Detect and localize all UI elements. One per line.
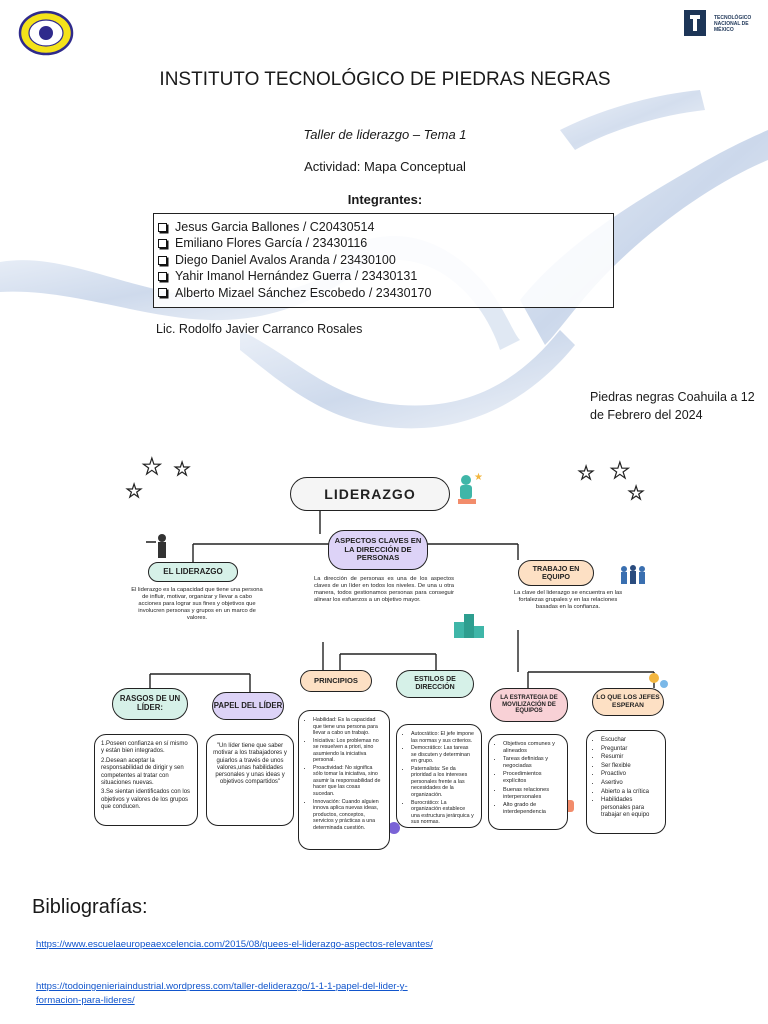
list-item: Objetivos comunes y alineados xyxy=(503,741,561,755)
concept-map: ★ ★ ★ ★ ★ ★ LIDERAZGO ★ ASPECTOS CLAVES … xyxy=(88,452,688,862)
trabajo-equipo-text: La clave del liderazgo se encuentra en l… xyxy=(513,590,623,610)
star-icon: ★ xyxy=(125,481,143,501)
star-icon: ★ xyxy=(609,458,630,483)
list-item: Buenas relaciones interpersonales xyxy=(503,787,561,801)
members-list: Jesus Garcia Ballones / C20430514 Emilia… xyxy=(153,213,614,308)
leader-trophy-icon: ★ xyxy=(454,470,482,506)
node-aspectos-claves: ASPECTOS CLAVES EN LA DIRECCIÓN DE PERSO… xyxy=(328,530,428,570)
list-item: 2.Desean aceptar la responsabilidad de d… xyxy=(101,757,184,787)
members-heading: Integrantes: xyxy=(347,192,423,207)
star-icon: ★ xyxy=(141,454,162,479)
list-item: 1.Poseen confianza en sí mismo y están b… xyxy=(101,741,188,755)
list-item: Tareas definidas y negociadas xyxy=(503,756,561,770)
node-lo-que-los-jefes-esperan: LO QUE LOS JEFES ESPERAN xyxy=(592,688,664,716)
aspectos-text: La dirección de personas es una de los a… xyxy=(314,576,454,603)
bibliography-heading: Bibliografías: xyxy=(32,896,148,918)
papel-text: "Un líder tiene que saber motivar a los … xyxy=(213,743,287,786)
list-item: Alberto Mizael Sánchez Escobedo / 234301… xyxy=(158,285,609,301)
node-estrategia-equipos: LA ESTRATEGIA DE MOVILIZACIÓN DE EQUIPOS xyxy=(490,688,568,722)
list-item: Democrático: Las tareas se discuten y de… xyxy=(411,745,475,765)
bibliography-link[interactable]: https://todoingenieriaindustrial.wordpre… xyxy=(36,981,408,1006)
institute-seal-logo xyxy=(18,10,74,56)
list-item: Escuchar xyxy=(601,737,659,744)
list-item: Burocrático: La organización establece u… xyxy=(411,800,475,826)
node-trabajo-equipo: TRABAJO EN EQUIPO xyxy=(518,560,594,586)
list-item: Asertivo xyxy=(601,780,659,787)
bibliography-link[interactable]: https://www.escuelaeuropeaexcelencia.com… xyxy=(36,939,433,950)
list-item: Habilidad: Es la capacidad que tiene una… xyxy=(313,717,383,737)
checkbox-icon xyxy=(158,239,167,249)
tecnm-logo xyxy=(684,10,706,36)
list-item: Paternalista: Se da prioridad a los inte… xyxy=(411,766,475,799)
list-item: Resumir xyxy=(601,754,659,761)
list-item: Procedimientos explícitos xyxy=(503,771,561,785)
node-principios: PRINCIPIOS xyxy=(300,670,372,692)
people-icon xyxy=(621,565,645,584)
activity-label: Actividad: Mapa Conceptual xyxy=(304,159,466,174)
node-papel-lider: PAPEL DEL LÍDER xyxy=(212,692,284,720)
papel-box: "Un líder tiene que saber motivar a los … xyxy=(206,734,294,826)
list-item: Innovación: Cuando alguien innova aplica… xyxy=(313,799,383,832)
list-item: Preguntar xyxy=(601,746,659,753)
checkbox-icon xyxy=(158,255,167,265)
gears-icon xyxy=(649,673,668,688)
list-item: Diego Daniel Avalos Aranda / 23430100 xyxy=(158,252,609,268)
list-item: Habilidades personales para trabajar en … xyxy=(601,797,659,819)
checkbox-icon xyxy=(158,222,167,232)
workshop-subtitle: Taller de liderazgo – Tema 1 xyxy=(303,127,467,142)
jefes-box: Escuchar Preguntar Resumir Ser flexible … xyxy=(586,730,666,834)
checkbox-icon xyxy=(158,271,167,281)
checkbox-icon xyxy=(158,288,167,298)
root-node-liderazgo: LIDERAZGO xyxy=(290,477,450,511)
place-date: Piedras negras Coahuila a 12 de Febrero … xyxy=(590,390,755,422)
rasgos-box: 1.Poseen confianza en sí mismo y están b… xyxy=(94,734,198,826)
estilos-box: Autocrático: El jefe impone las normas y… xyxy=(396,724,482,828)
list-item: Emiliano Flores García / 23430116 xyxy=(158,235,609,251)
principios-box: Habilidad: Es la capacidad que tiene una… xyxy=(298,710,390,850)
star-icon: ★ xyxy=(627,483,645,503)
estrategia-box: Objetivos comunes y alineados Tareas def… xyxy=(488,734,568,830)
list-item: Jesus Garcia Ballones / C20430514 xyxy=(158,219,609,235)
page-title: INSTITUTO TECNOLÓGICO DE PIEDRAS NEGRAS xyxy=(159,69,611,90)
list-item: Iniciativa: Los problemas no se resuelve… xyxy=(313,738,383,764)
svg-text:★: ★ xyxy=(474,472,482,483)
leader-figure-icon xyxy=(146,534,166,558)
list-item: Yahir Imanol Hernández Guerra / 23430131 xyxy=(158,268,609,284)
list-item: 3.Se sientan identificados con los objet… xyxy=(101,789,191,811)
node-estilos-direccion: ESTILOS DE DIRECCIÓN xyxy=(396,670,474,698)
el-liderazgo-text: El liderazgo es la capacidad que tiene u… xyxy=(131,587,263,621)
brain-icon xyxy=(388,822,400,834)
list-item: Proactivo xyxy=(601,771,659,778)
list-item: Proactividad: No significa sólo tomar la… xyxy=(313,765,383,798)
node-rasgos-lider: RASGOS DE UN LÍDER: xyxy=(112,688,188,720)
list-item: Ser flexible xyxy=(601,763,659,770)
list-item: Autocrático: El jefe impone las normas y… xyxy=(411,731,475,744)
tecnm-logo-text: TECNOLÓGICO NACIONAL DE MÉXICO xyxy=(714,15,752,33)
node-el-liderazgo: EL LIDERAZGO xyxy=(148,562,238,582)
list-item: Abierto a la crítica xyxy=(601,789,659,796)
podium-icon xyxy=(454,614,484,638)
teacher-name: Lic. Rodolfo Javier Carranco Rosales xyxy=(156,322,363,336)
list-item: Alto grado de interdependencia xyxy=(503,802,561,816)
star-icon: ★ xyxy=(173,459,191,479)
star-icon: ★ xyxy=(577,463,595,483)
